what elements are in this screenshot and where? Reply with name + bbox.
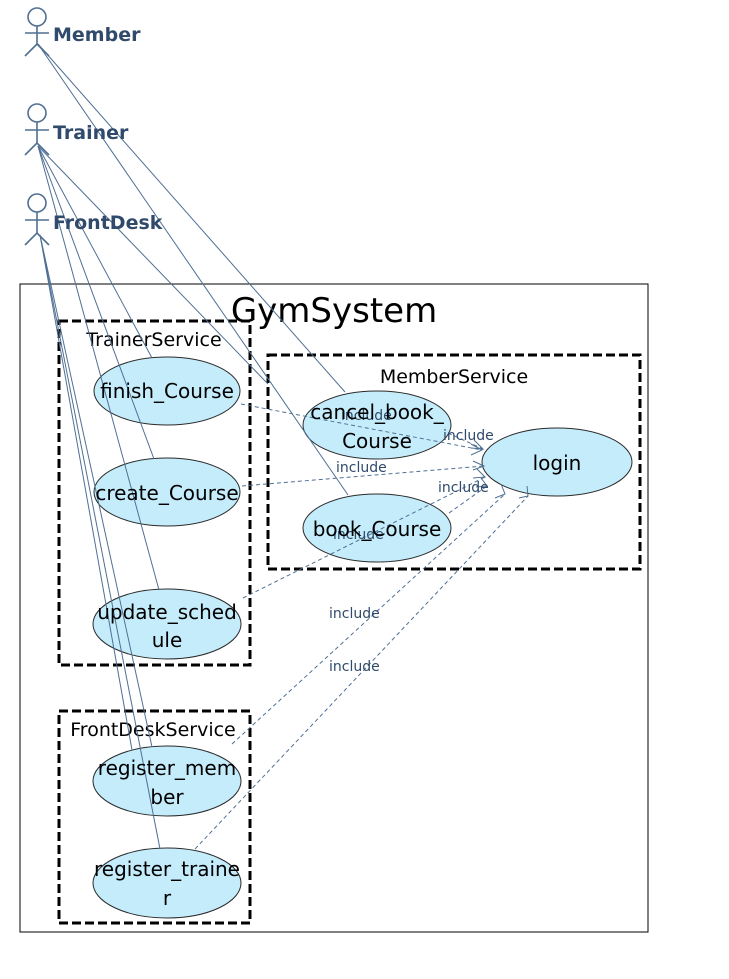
include-label: include [443,428,494,444]
usecase-label-create-course: create_Course [95,481,238,505]
include-label: include [333,527,384,543]
usecase-label-register-member-2: ber [150,785,184,809]
package-member-service [266,353,642,571]
actor-member-head [27,7,47,27]
association-trainer-finish-course [37,145,153,359]
usecase-finish-course[interactable] [93,356,241,426]
arrowhead-3 [472,468,487,479]
package-frontdesk-service [57,709,252,925]
usecase-cancel-book-course[interactable] [302,390,452,460]
include-update-schedule-login [242,476,486,599]
actor-trainer[interactable] [24,103,50,156]
usecase-register-trainer[interactable] [92,847,242,919]
include-register-trainer-login [194,495,529,850]
association-trainer-update-schedule [37,145,160,591]
package-title-member: MemberService [380,366,528,388]
include-create-course-login [241,465,485,487]
actor-trainer-legs [24,141,50,156]
usecase-label-update-schedule-2: ule [152,628,183,652]
actor-trainer-head [27,103,47,123]
usecase-update-schedule[interactable] [92,588,242,660]
usecase-label-cancel-book-2: Course [342,429,412,453]
system-title: GymSystem [231,291,437,331]
arrowhead-4 [470,439,485,450]
association-member-cancel-book [37,43,346,393]
arrowhead-7 [518,485,529,499]
usecase-label-login: login [533,451,582,475]
include-finish-course-login [240,403,483,451]
usecase-register-member[interactable] [92,745,242,817]
include-label: include [341,408,392,424]
usecase-label-book-course: book_Course [313,517,442,541]
association-frontdesk-extra [39,234,133,751]
association-trainer-login [37,145,269,385]
usecase-create-course[interactable] [93,457,241,527]
include-book-course-login [448,485,488,514]
usecase-label-register-trainer-2: r [163,886,172,910]
arrowhead-6 [494,483,506,499]
association-frontdesk-register-trainer [39,234,161,850]
usecase-label-register-trainer: register_traine [94,857,240,881]
arrowhead-1 [470,443,484,456]
usecase-login[interactable] [481,427,633,497]
actor-trainer-label: Trainer [53,122,129,144]
package-trainer-service [57,319,252,667]
usecase-label-register-member: register_mem [98,756,236,780]
actor-frontdesk-label: FrontDesk [53,212,163,234]
association-member-book-course [37,43,349,496]
usecase-book-course[interactable] [302,493,452,563]
arrowhead-2 [472,460,486,471]
usecase-label-finish-course: finish_Course [100,379,234,403]
include-register-member-login [231,493,506,745]
arrowhead-5 [475,477,488,488]
association-trainer-create-course [37,145,155,460]
package-title-frontdesk: FrontDeskService [70,719,236,741]
association-frontdesk-register-member [39,234,153,748]
actor-member[interactable] [24,7,50,57]
usecase-label-cancel-book: cancel_book_ [310,400,445,424]
actor-frontdesk-head [27,193,47,213]
usecase-label-update-schedule: update_sched [97,600,237,624]
include-label: include [438,480,489,496]
actor-frontdesk[interactable] [24,193,50,246]
actor-member-legs [24,42,50,57]
actor-frontdesk-legs [24,231,50,246]
include-label: include [336,460,387,476]
package-title-trainer: TrainerService [85,329,221,351]
include-label: include [329,606,380,622]
actor-member-label: Member [53,24,141,46]
include-label: include [329,659,380,675]
